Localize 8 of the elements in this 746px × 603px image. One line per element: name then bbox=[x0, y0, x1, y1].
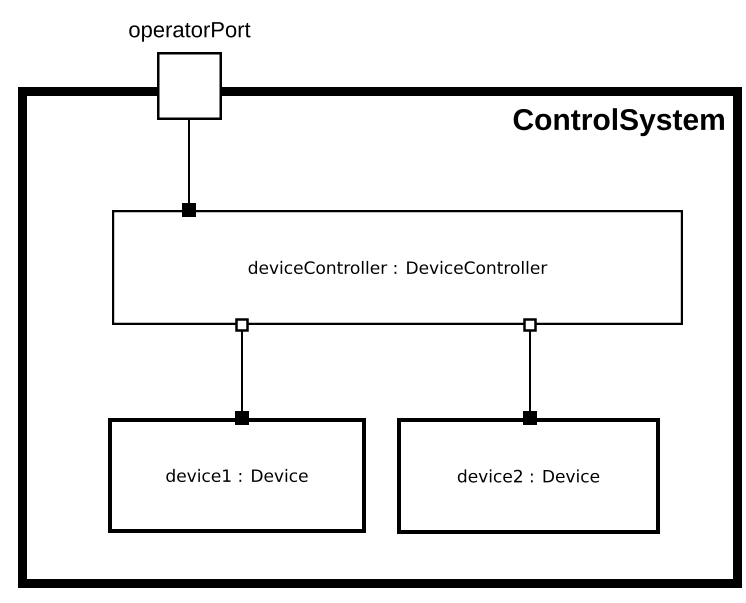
connector bbox=[182, 120, 196, 217]
connector bbox=[235, 318, 249, 425]
part-box: device1 : Device bbox=[108, 418, 366, 533]
part-box: deviceController : DeviceController bbox=[112, 210, 683, 325]
part-box: device2 : Device bbox=[397, 418, 660, 534]
port-label: operatorPort bbox=[129, 22, 250, 42]
frame-title: ControlSystem bbox=[514, 108, 724, 136]
connector bbox=[523, 318, 537, 425]
